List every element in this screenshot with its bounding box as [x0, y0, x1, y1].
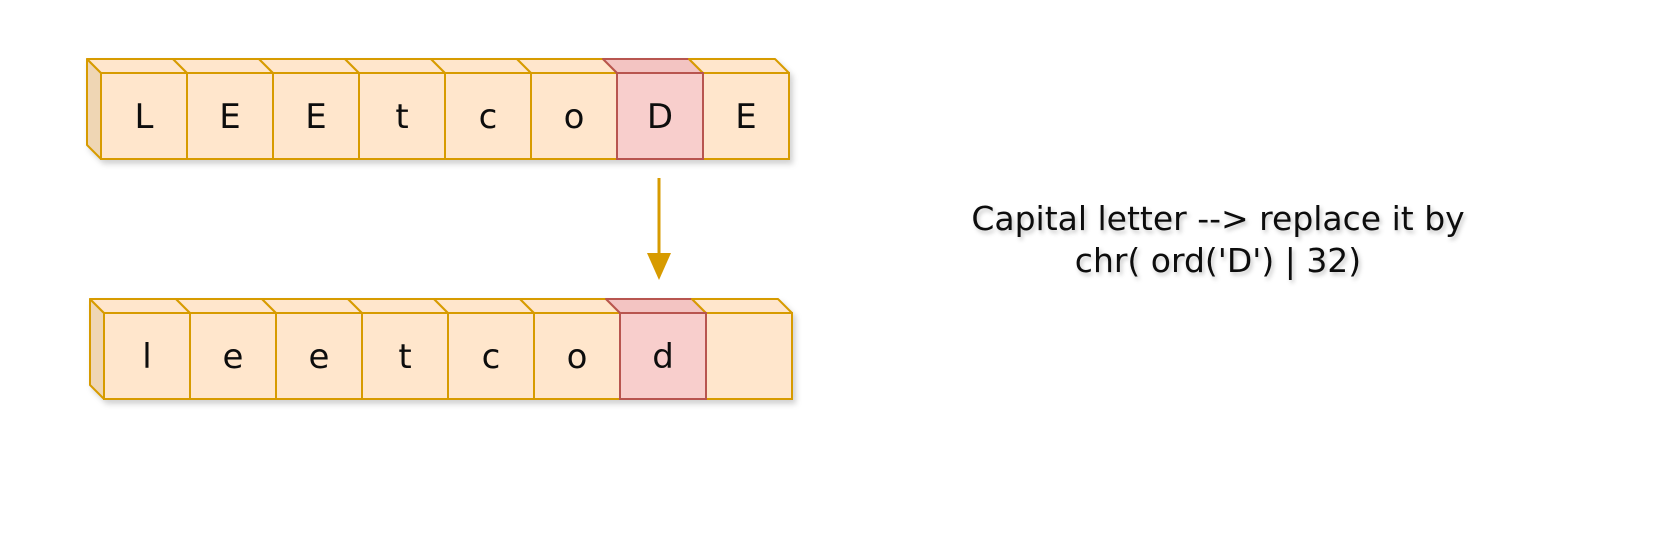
cell-char: E [219, 97, 240, 137]
cell-char: c [479, 97, 498, 137]
bottom-row-cell: e [261, 298, 363, 400]
cell-char: E [735, 97, 756, 137]
top-row-cell: D [602, 58, 704, 160]
caption-line-1: Capital letter --> replace it by [971, 199, 1464, 238]
highlight-outline [616, 72, 704, 160]
top-row-cell: E [258, 58, 360, 160]
bottom-row-cell: d [605, 298, 707, 400]
cell-char: t [398, 337, 411, 377]
bottom-row-cell: o [519, 298, 621, 400]
cell-top-face [605, 298, 707, 314]
caption: Capital letter --> replace it by chr( or… [971, 199, 1464, 280]
highlighted-cell-face [616, 72, 704, 160]
down-arrow [647, 178, 671, 280]
cell-top-face [89, 298, 191, 314]
cell-face [186, 72, 274, 160]
bottom-row-cell: e [175, 298, 277, 400]
cell-face [444, 72, 532, 160]
top-row-cell: c [430, 58, 532, 160]
cell-face [272, 72, 360, 160]
cell-top-face [602, 58, 704, 74]
cell-top-face [258, 58, 360, 74]
cell-face [275, 312, 363, 400]
bottom-row-side-face [89, 298, 105, 400]
cell-char: o [567, 337, 588, 377]
cell-top-face [172, 58, 274, 74]
cell-char: c [482, 337, 501, 377]
cell-char: L [135, 97, 154, 137]
cell-char: e [223, 337, 244, 377]
top-row-side-face [86, 58, 102, 160]
cell-top-face [430, 58, 532, 74]
cell-top-face [691, 298, 793, 314]
bottom-row-cell: c [433, 298, 535, 400]
top-row-cell: t [344, 58, 446, 160]
cell-top-face [261, 298, 363, 314]
cell-char: l [142, 337, 151, 377]
cell-top-face [344, 58, 446, 74]
cell-char: o [564, 97, 585, 137]
caption-line-2: chr( ord('D') | 32) [1075, 241, 1361, 280]
cell-face [705, 312, 793, 400]
top-row-cell: E [172, 58, 274, 160]
highlight-outline [619, 312, 707, 400]
top-row-cell: L [86, 58, 188, 160]
cell-top-face [519, 298, 621, 314]
cell-top-face [688, 58, 790, 74]
cell-top-face [175, 298, 277, 314]
cell-face [702, 72, 790, 160]
bottom-row-cell: t [347, 298, 449, 400]
top-row-cell: E [688, 58, 790, 160]
cell-face [533, 312, 621, 400]
cell-char: d [652, 337, 674, 377]
cell-face [447, 312, 535, 400]
cell-face [189, 312, 277, 400]
cell-top-face [86, 58, 188, 74]
cell-face [361, 312, 449, 400]
cell-top-face [516, 58, 618, 74]
cell-char: t [395, 97, 408, 137]
top-row-cell: o [516, 58, 618, 160]
bottom-row-cell: l [89, 298, 191, 400]
cell-char: D [647, 97, 673, 137]
cell-top-face [347, 298, 449, 314]
cell-top-face [433, 298, 535, 314]
cell-char: e [309, 337, 330, 377]
cell-face [100, 72, 188, 160]
cell-face [530, 72, 618, 160]
cell-char: E [305, 97, 326, 137]
